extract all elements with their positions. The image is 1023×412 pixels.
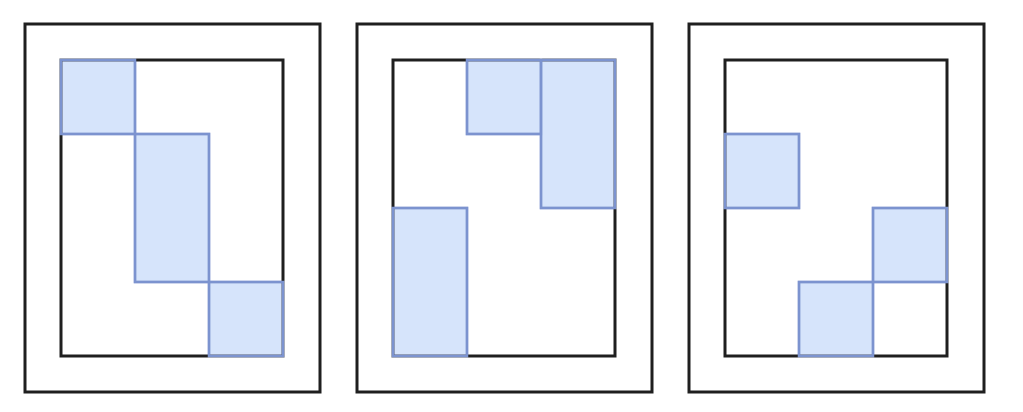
panel-3 [687, 22, 986, 394]
highlighted-cell-outline [723, 132, 801, 210]
highlighted-cell [871, 206, 949, 284]
highlighted-cell-outline [391, 206, 469, 358]
highlighted-cell [723, 132, 801, 210]
highlighted-cell-outline [59, 58, 137, 136]
panel-1 [23, 22, 322, 394]
highlighted-cell-outline [539, 58, 617, 210]
highlighted-cell-outline [871, 206, 949, 284]
highlighted-cell [539, 58, 617, 210]
panel-2 [355, 22, 654, 394]
highlighted-cell-outline [797, 280, 875, 358]
grid-border [59, 58, 285, 358]
highlighted-cell-outline [207, 280, 285, 358]
highlighted-cell-outline [133, 132, 211, 284]
highlighted-cell [797, 280, 875, 358]
highlighted-cell [59, 58, 137, 136]
highlighted-cell [207, 280, 285, 358]
highlighted-cell [133, 132, 211, 284]
highlighted-cell [391, 206, 469, 358]
highlighted-cell [465, 58, 543, 136]
